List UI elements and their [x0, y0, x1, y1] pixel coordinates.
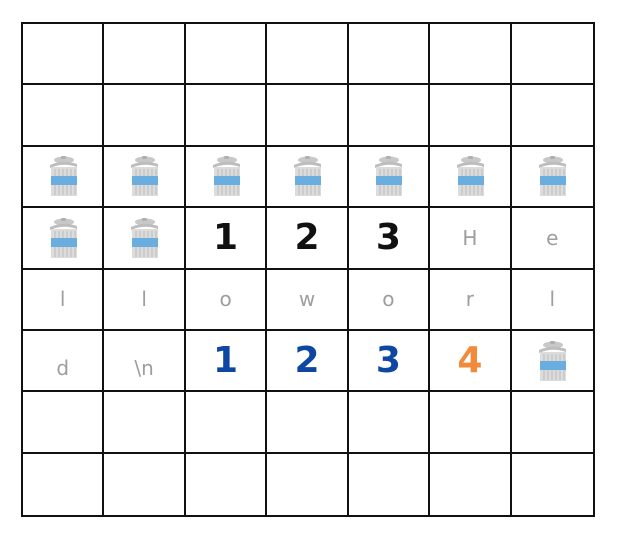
trash-can-icon	[535, 340, 569, 382]
grid-cell	[348, 146, 431, 209]
cell-value: 1	[213, 339, 239, 381]
grid-cell	[511, 147, 593, 209]
trash-can-icon	[290, 155, 324, 197]
grid-cell	[430, 146, 512, 209]
cell-value: H	[462, 225, 478, 250]
cell-value: d	[56, 356, 70, 381]
cell-value: l	[549, 287, 556, 312]
grid-cell	[104, 146, 186, 209]
grid-cell	[267, 453, 349, 515]
grid-cell	[23, 85, 105, 147]
grid-cell: d	[23, 330, 105, 393]
cell-value: w	[298, 287, 316, 312]
grid-cell	[23, 24, 105, 86]
grid-cell: l	[511, 270, 593, 331]
trash-can-icon	[46, 155, 80, 197]
cell-value: \n	[134, 356, 154, 381]
trash-can-icon	[371, 155, 405, 197]
grid-cell	[511, 331, 593, 393]
grid-cell: \n	[104, 330, 186, 393]
trash-can-icon	[46, 217, 80, 259]
cell-value: 2	[294, 339, 320, 381]
cell-value: 3	[375, 339, 401, 381]
grid-cell	[511, 85, 593, 147]
grid-cell	[348, 85, 431, 147]
grid-cell	[104, 208, 186, 270]
cell-value: o	[382, 287, 395, 312]
cell-value: 1	[213, 216, 239, 258]
trash-can-icon	[127, 155, 161, 197]
grid-cell: e	[511, 208, 593, 270]
grid-cell: r	[430, 269, 512, 331]
grid-cell	[267, 392, 349, 454]
grid-cell	[23, 453, 105, 515]
grid-cell	[23, 208, 105, 270]
grid-cell	[267, 85, 349, 147]
grid-cell	[23, 146, 105, 209]
grid-cell	[511, 24, 593, 86]
grid-cell: o	[348, 269, 431, 331]
grid-cell	[430, 453, 512, 515]
trash-can-icon	[209, 155, 243, 197]
grid-cell: 1	[185, 208, 268, 270]
grid-cell: 2	[267, 208, 349, 270]
trash-can-icon	[127, 217, 161, 259]
grid-cell: 2	[267, 330, 349, 393]
grid-cell	[186, 453, 268, 515]
grid-cell	[349, 453, 431, 515]
grid-cell	[430, 392, 512, 454]
cell-value: 4	[457, 339, 483, 381]
grid-cell	[430, 24, 512, 86]
cell-value: r	[465, 287, 474, 312]
grid-cell	[348, 392, 431, 454]
grid-cell: o	[185, 269, 268, 331]
grid-cell	[185, 146, 268, 209]
cell-value: e	[546, 225, 559, 250]
grid-cell	[104, 24, 186, 86]
trash-can-icon	[453, 155, 487, 197]
grid-cell: l	[23, 269, 105, 331]
grid-cell: 3	[348, 208, 431, 270]
grid-cell: w	[267, 269, 349, 331]
grid-cell	[511, 392, 593, 454]
cell-value: l	[141, 287, 147, 312]
grid-cell	[267, 146, 349, 209]
trash-can-icon	[535, 155, 569, 197]
grid-cell: 1	[185, 330, 268, 393]
grid-cell	[23, 392, 105, 454]
cell-value: 3	[375, 216, 401, 258]
grid-cell	[185, 85, 268, 147]
cell-value: l	[59, 287, 66, 312]
grid-cell	[430, 85, 512, 147]
grid-cell	[104, 85, 186, 147]
grid-cell: 3	[348, 330, 431, 393]
cell-value: o	[219, 287, 232, 312]
grid-cell	[104, 453, 186, 515]
grid-cell: l	[104, 269, 186, 331]
cell-value: 2	[294, 216, 320, 258]
grid-cell	[185, 392, 268, 454]
grid-cell: H	[430, 208, 512, 270]
grid-cell	[267, 24, 349, 86]
grid-cell: 4	[430, 330, 512, 393]
grid-cell	[348, 24, 431, 86]
grid-cell	[104, 392, 186, 454]
grid-cell	[185, 24, 268, 86]
grid-cell	[512, 454, 593, 515]
